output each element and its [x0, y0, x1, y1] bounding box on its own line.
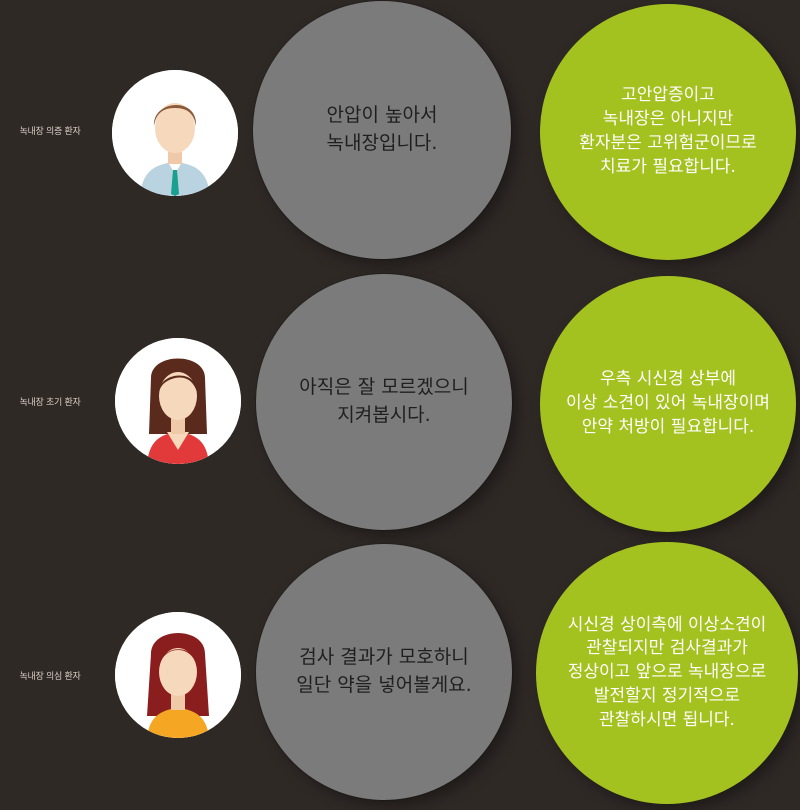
doctor-a-opinion: 아직은 잘 모르겠으니 지켜봅시다.: [256, 274, 512, 530]
opinion-text: 시신경 상이측에 이상소견이 관찰되지만 검사결과가 정상이고 앞으로 녹내장으…: [567, 614, 767, 730]
doctor-b-opinion: 고안압증이고 녹내장은 아니지만 환자분은 고위험군이므로 치료가 필요합니다.: [540, 4, 796, 260]
opinion-text: 안압이 높아서 녹내장입니다.: [326, 104, 438, 154]
patient-row-2: 녹내장 초기 환자 아직은 잘 모르겠으니 지켜봅시다. 우측 시신경 상부에 …: [0, 270, 800, 540]
patient-label: 녹내장 초기 환자: [19, 398, 81, 408]
patient-row-3: 녹내장 의심 환자 검사 결과가 모호하니 일단 약을 넣어볼게요. 시신경 상…: [0, 540, 800, 810]
opinion-text: 검사 결과가 모호하니 일단 약을 넣어볼게요.: [296, 646, 472, 696]
patient-label: 녹내장 의증 환자: [19, 127, 81, 137]
male-patient-avatar-icon: [112, 70, 238, 196]
doctor-b-opinion: 시신경 상이측에 이상소견이 관찰되지만 검사결과가 정상이고 앞으로 녹내장으…: [536, 542, 798, 804]
female-patient-avatar-icon: [115, 612, 241, 738]
doctor-b-opinion: 우측 시신경 상부에 이상 소견이 있어 녹내장이며 안약 처방이 필요합니다.: [540, 276, 796, 532]
patient-label: 녹내장 의심 환자: [19, 672, 81, 682]
opinion-text: 고안압증이고 녹내장은 아니지만 환자분은 고위험군이므로 치료가 필요합니다.: [579, 85, 757, 177]
opinion-text: 아직은 잘 모르겠으니 지켜봅시다.: [299, 376, 469, 426]
doctor-a-opinion: 검사 결과가 모호하니 일단 약을 넣어볼게요.: [256, 544, 512, 800]
patient-row-1: 녹내장 의증 환자 안압이 높아서 녹내장입니다. 고안압증이고 녹내장은 아니…: [0, 0, 800, 270]
opinion-text: 우측 시신경 상부에 이상 소견이 있어 녹내장이며 안약 처방이 필요합니다.: [566, 369, 770, 437]
female-patient-avatar-icon: [115, 338, 241, 464]
doctor-a-opinion: 안압이 높아서 녹내장입니다.: [253, 1, 511, 259]
